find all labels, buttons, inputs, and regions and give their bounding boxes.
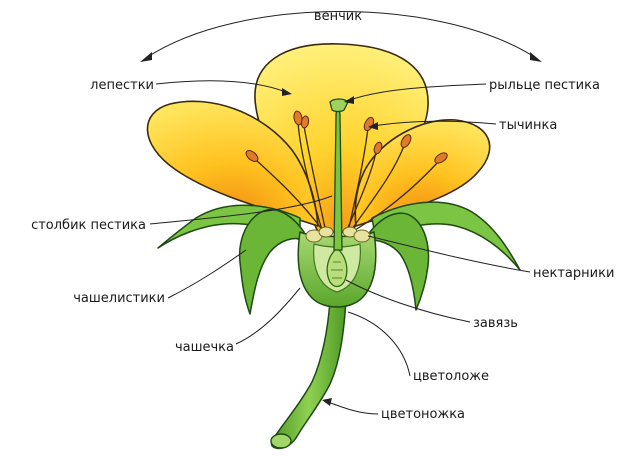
label-ovary: завязь <box>473 316 518 331</box>
corolla-arrow-left <box>140 52 152 62</box>
label-calyx: чашечка <box>175 340 234 355</box>
pedicel-stem <box>272 300 346 448</box>
label-receptacle: цветоложе <box>413 369 489 384</box>
label-nectaries: нектарники <box>533 266 614 281</box>
lead-pedicel-head <box>322 398 332 406</box>
sepal-left <box>240 210 304 314</box>
lead-pedicel <box>328 402 378 414</box>
label-stamen: тычинка <box>499 118 557 133</box>
label-corolla: венчик <box>314 9 362 24</box>
lead-sepals <box>168 250 246 298</box>
pistil-style <box>334 110 342 250</box>
label-style: столбик пестика <box>31 218 146 233</box>
corolla-arrow-right <box>530 52 542 62</box>
label-petals: лепестки <box>90 78 154 93</box>
label-stigma: рыльце пестика <box>489 78 600 93</box>
label-sepals: чашелистики <box>73 291 165 306</box>
label-pedicel: цветоножка <box>381 407 465 422</box>
nectary <box>319 227 333 237</box>
lead-receptacle <box>348 312 410 376</box>
stem-cut-end <box>271 434 291 448</box>
nectary <box>354 230 370 242</box>
